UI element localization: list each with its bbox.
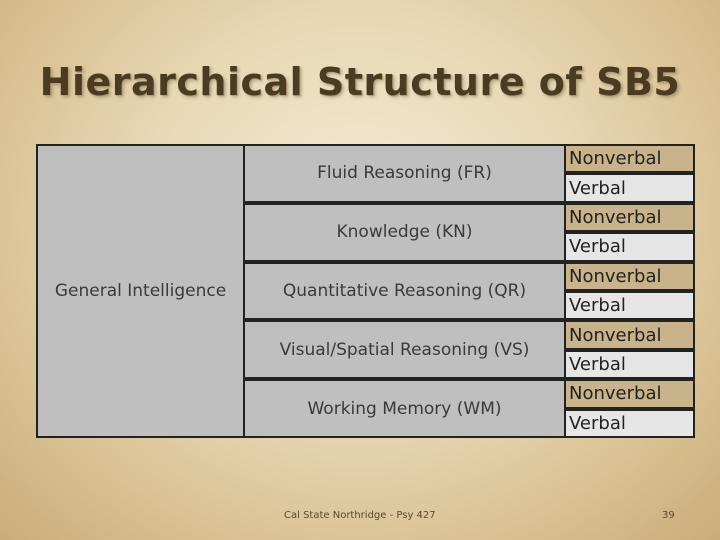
factor-working-memory: Working Memory (WM) xyxy=(245,379,566,438)
factor-visual-spatial-reasoning: Visual/Spatial Reasoning (VS) xyxy=(245,320,566,380)
footer-source: Cal State Northridge - Psy 427 xyxy=(284,510,436,521)
domain-qr-nonverbal: Nonverbal xyxy=(566,261,695,291)
domain-kn-verbal: Verbal xyxy=(566,232,695,262)
domain-vs-nonverbal: Nonverbal xyxy=(566,320,695,350)
domain-kn-nonverbal: Nonverbal xyxy=(566,202,695,233)
general-intelligence-cell: General Intelligence xyxy=(36,144,245,438)
domain-fr-verbal: Verbal xyxy=(566,173,695,203)
domain-wm-verbal: Verbal xyxy=(566,408,695,438)
domain-fr-nonverbal: Nonverbal xyxy=(566,144,695,174)
factor-knowledge: Knowledge (KN) xyxy=(245,202,566,262)
domain-vs-verbal: Verbal xyxy=(566,349,695,380)
slide-title: Hierarchical Structure of SB5 xyxy=(39,60,681,104)
domain-wm-nonverbal: Nonverbal xyxy=(566,379,695,409)
factor-quantitative-reasoning: Quantitative Reasoning (QR) xyxy=(245,261,566,321)
factor-fluid-reasoning: Fluid Reasoning (FR) xyxy=(245,144,566,203)
slide-number: 39 xyxy=(662,510,675,521)
hierarchy-diagram: General Intelligence Fluid Reasoning (FR… xyxy=(36,144,695,438)
domain-qr-verbal: Verbal xyxy=(566,291,695,321)
